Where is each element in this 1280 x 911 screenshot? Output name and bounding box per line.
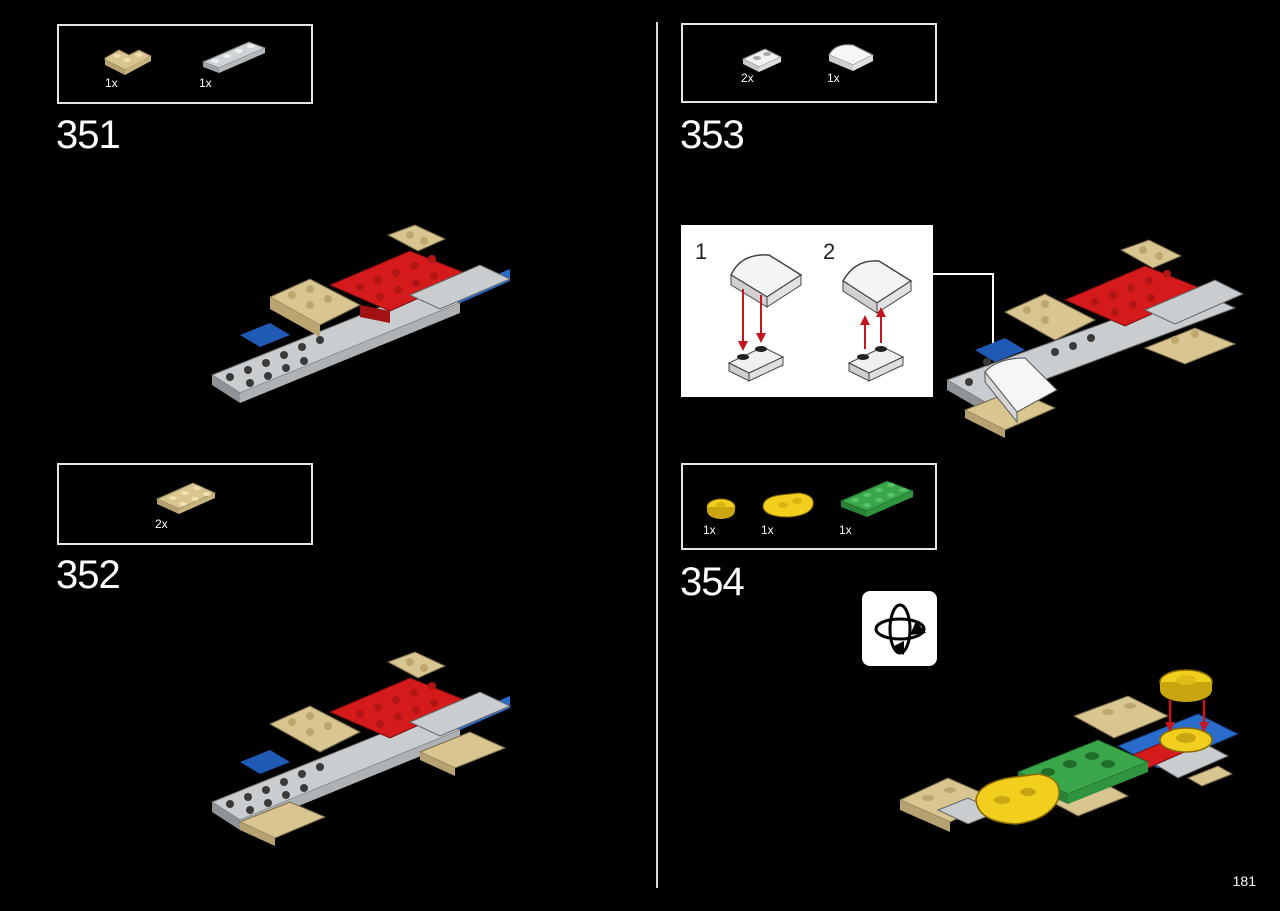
model-354-illustration bbox=[898, 669, 1240, 832]
substep-label: 2 bbox=[823, 239, 836, 264]
green-plate-icon bbox=[839, 480, 915, 517]
part-qty: 1x bbox=[199, 76, 212, 90]
parts-box-351: 1x 1x bbox=[57, 24, 313, 104]
white-slope-icon bbox=[828, 44, 875, 71]
model-352-illustration bbox=[210, 651, 512, 846]
part-qty: 1x bbox=[839, 523, 852, 537]
tan-corner-plate-icon bbox=[104, 49, 153, 75]
white-plate-icon bbox=[741, 48, 783, 72]
parts-box-354: 1x 1x 1x bbox=[681, 463, 937, 550]
substep-callout: 1 2 bbox=[681, 225, 933, 397]
parts-box-352: 2x bbox=[57, 463, 313, 545]
step-number: 351 bbox=[56, 113, 121, 157]
part-qty: 1x bbox=[761, 523, 774, 537]
model-353-illustration bbox=[945, 239, 1245, 438]
step-number: 354 bbox=[680, 560, 745, 604]
yellow-rounded-plate-icon bbox=[762, 492, 814, 518]
step-number: 352 bbox=[56, 553, 121, 597]
part-qty: 1x bbox=[827, 71, 840, 85]
substep-diagram bbox=[727, 254, 913, 382]
yellow-round-plate-icon bbox=[706, 498, 736, 519]
part-qty: 1x bbox=[703, 523, 716, 537]
model-351-illustration bbox=[210, 224, 512, 403]
part-qty: 2x bbox=[155, 517, 168, 531]
page-number: 181 bbox=[1232, 873, 1256, 889]
part-qty: 2x bbox=[741, 71, 754, 85]
rotate-model-icon bbox=[862, 591, 937, 666]
substep-label: 1 bbox=[695, 239, 708, 264]
page-divider bbox=[656, 22, 658, 888]
step-number: 353 bbox=[680, 113, 745, 157]
parts-box-353: 2x 1x bbox=[681, 23, 937, 103]
part-qty: 1x bbox=[105, 76, 118, 90]
tan-plate-icon bbox=[155, 482, 217, 514]
grey-plate-icon bbox=[201, 41, 267, 73]
